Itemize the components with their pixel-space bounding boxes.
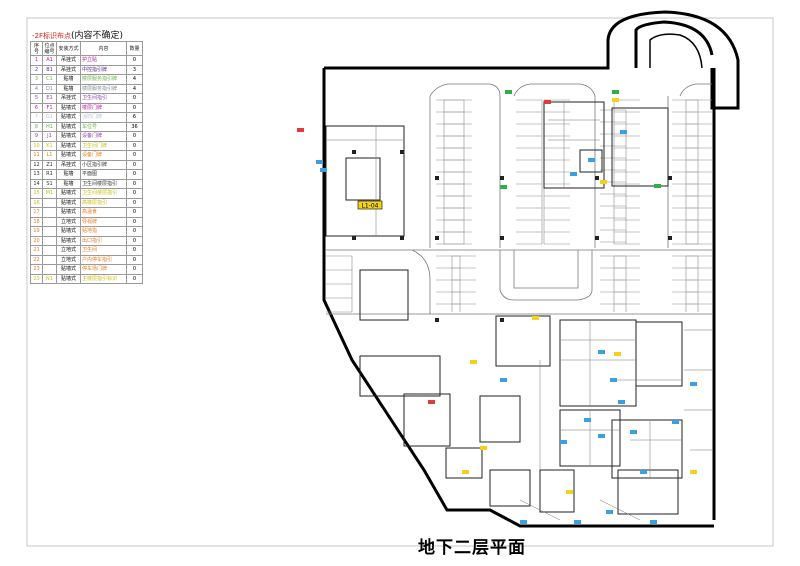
core-rooms [325,101,683,515]
signage-markers [297,90,697,524]
plan-title: 地下二层平面 [418,538,526,558]
sign-marker [630,430,637,434]
parking-stalls [326,99,712,313]
sign-marker [520,520,527,524]
sign-marker [672,420,679,424]
tag-l1-04: L1-04 [362,203,379,210]
sign-marker [610,378,617,382]
sign-marker [584,418,591,422]
sign-marker [480,446,487,450]
room-details [326,102,712,521]
sign-marker [620,130,627,134]
legend-header-row: 序号位点编号安装方式内容数量 [30,41,143,56]
sign-marker [600,180,607,184]
sign-marker [690,470,697,474]
exterior-walls [322,10,740,528]
sign-marker [320,168,327,172]
sign-marker [470,360,477,364]
legend-cell-qty: 0 [126,273,143,284]
sign-marker [570,172,577,176]
sign-marker [544,100,551,104]
sign-marker [500,378,507,382]
sign-marker [640,470,647,474]
columns [352,150,672,322]
sign-marker [650,520,657,524]
sign-marker [532,316,539,320]
sign-marker [428,400,435,404]
location-tag: L1-04 [357,200,383,210]
sign-marker [614,352,621,356]
sign-marker [574,520,581,524]
sign-marker [566,490,573,494]
sign-marker [500,185,507,189]
sign-marker [316,160,323,164]
drive-lanes [326,83,712,315]
sign-marker [612,98,619,102]
sign-marker [690,382,697,386]
sign-marker [598,434,605,438]
legend-title-prefix: -2F标识布点 [32,32,72,40]
sign-marker [505,90,512,94]
sign-marker [618,400,625,404]
sign-marker [462,470,469,474]
ramp-curve [649,33,703,69]
legend-header-cell: 数量 [126,41,143,56]
legend-title-main: (内容不确定) [71,31,124,41]
sign-marker [654,184,661,188]
sign-marker [297,128,304,132]
sign-marker [598,350,605,354]
sign-marker [560,440,567,444]
sign-marker [588,158,595,162]
sign-marker [606,510,613,514]
legend-title: -2F标识布点(内容不确定) [32,28,123,41]
sign-marker [612,90,619,94]
legend-header-cell: 序号 [30,41,43,56]
